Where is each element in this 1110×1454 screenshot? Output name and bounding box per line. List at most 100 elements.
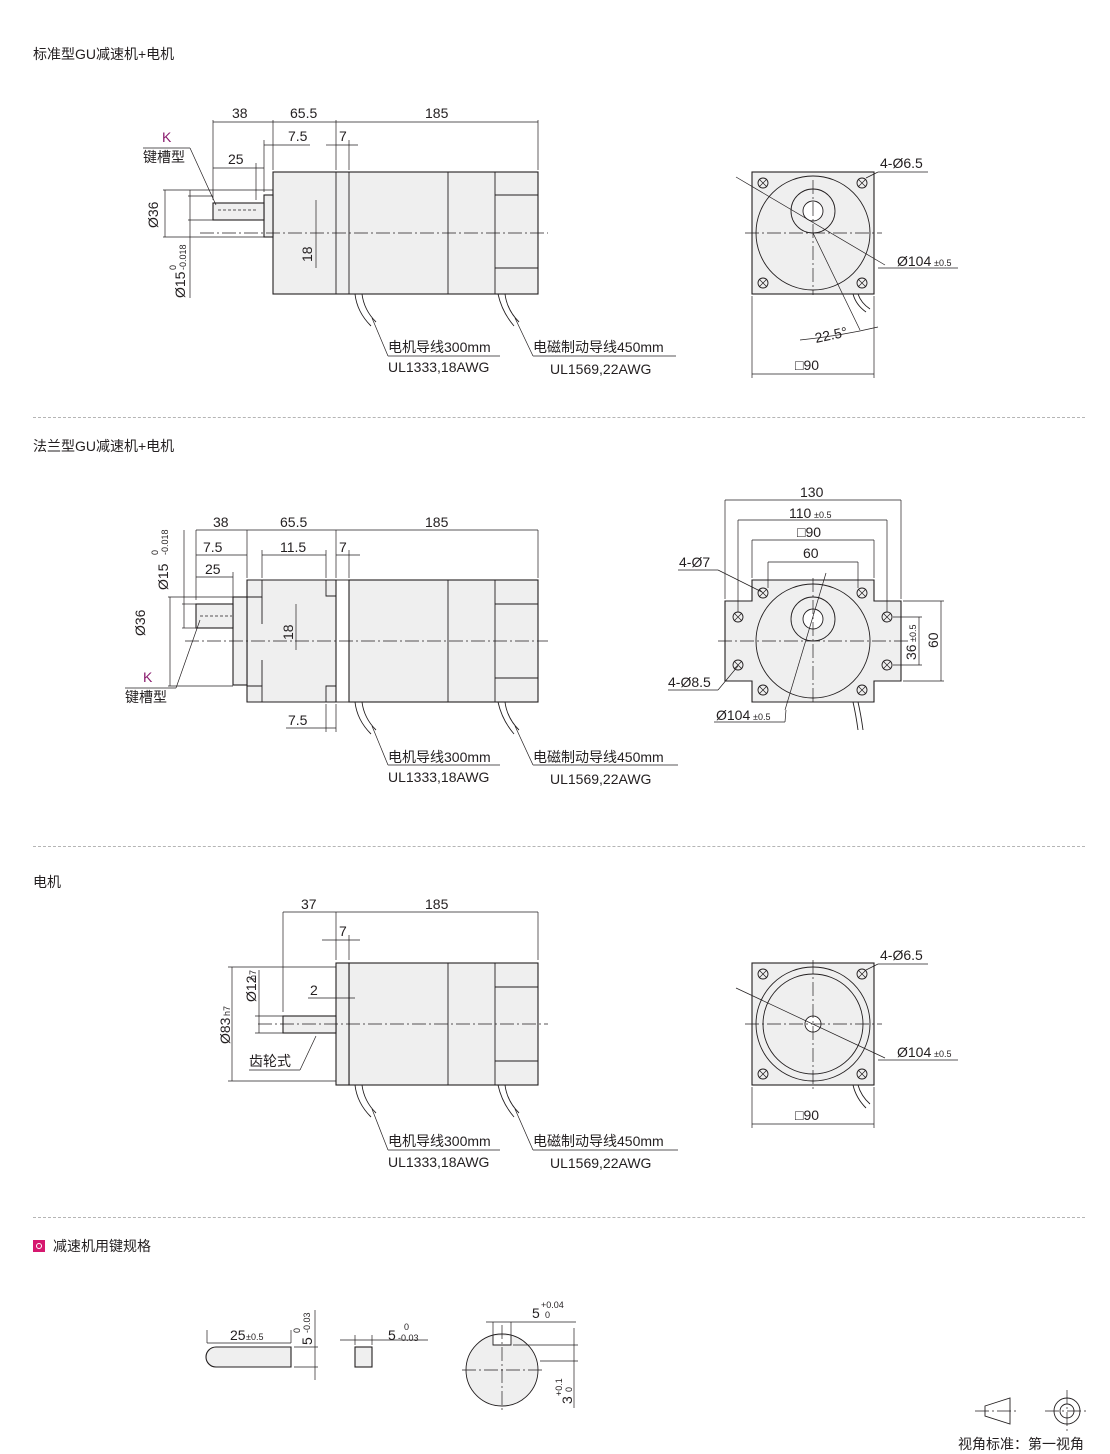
dim-label: 60 xyxy=(925,632,941,648)
slot-width-tolerance: +0.04 xyxy=(541,1300,564,1310)
projection-label: 视角标准：第一视角 xyxy=(958,1436,1084,1452)
angle-label: 22.5° xyxy=(813,323,848,345)
pcd-label: Ø104 xyxy=(716,707,750,723)
dim-label: Ø83 xyxy=(217,1017,233,1044)
section-title-flange: 法兰型GU减速机+电机 xyxy=(33,438,175,454)
key-type-k-label: K xyxy=(143,669,153,685)
dim-label: 7.5 xyxy=(288,712,308,728)
standard-front-view: 4-Ø6.5 Ø104 ±0.5 22.5° □90 xyxy=(735,155,958,378)
dim-label: 37 xyxy=(301,896,317,912)
section-marker-icon xyxy=(33,1240,45,1252)
pcd-tolerance: ±0.5 xyxy=(934,1049,951,1059)
lead-name: 电机导线300mm xyxy=(388,339,491,355)
dim-label: 65.5 xyxy=(280,514,307,530)
lead-spec: UL1333,18AWG xyxy=(388,769,489,785)
key-type-label: 键槽型 xyxy=(125,689,167,705)
lead-spec: UL1569,22AWG xyxy=(550,771,651,787)
dim-label: Ø36 xyxy=(132,609,148,636)
slot-depth-tolerance: 0 xyxy=(564,1387,574,1392)
square-label: □90 xyxy=(795,1107,819,1123)
flange-side-view: 38 65.5 185 7.5 11.5 7 25 Ø36 Ø15 0 -0.0… xyxy=(125,514,678,787)
dim-tolerance: -0.018 xyxy=(160,529,170,555)
dim-tolerance: h7 xyxy=(222,1006,232,1016)
dim-label: 25 xyxy=(228,151,244,167)
dim-label: Ø36 xyxy=(145,201,161,228)
dim-label: 65.5 xyxy=(290,105,317,121)
mount-hole-icon xyxy=(732,587,893,696)
dim-label: 18 xyxy=(280,624,296,640)
key-type-k-label: K xyxy=(162,129,172,145)
dim-label: 60 xyxy=(803,545,819,561)
gear-type-label: 齿轮式 xyxy=(249,1053,291,1069)
dim-label: 36 xyxy=(903,644,919,660)
dim-label: Ø15 xyxy=(172,271,188,298)
slot-width-label: 5 xyxy=(532,1305,540,1321)
lead-name: 电机导线300mm xyxy=(388,1133,491,1149)
dim-tolerance: ±0.5 xyxy=(814,510,831,520)
section-title-motor: 电机 xyxy=(33,874,61,890)
lead-name: 电磁制动导线450mm xyxy=(533,1133,664,1149)
motor-front-view: 4-Ø6.5 Ø104 ±0.5 □90 xyxy=(735,947,958,1128)
key-width-tolerance: 0 xyxy=(404,1322,409,1332)
key-length-tolerance: ±0.5 xyxy=(246,1332,263,1342)
pcd-tolerance: ±0.5 xyxy=(934,258,951,268)
holes-label: 4-Ø6.5 xyxy=(880,155,923,171)
mount-hole-icon xyxy=(757,177,868,289)
flange-front-view: 130 110 ±0.5 □90 60 4-Ø7 4-Ø8.5 Ø104 ±0.… xyxy=(668,484,944,731)
section-divider xyxy=(33,1217,1085,1218)
holes-label: 4-Ø7 xyxy=(679,554,710,570)
dim-tolerance: 0 xyxy=(168,265,178,270)
pcd-label: Ø104 xyxy=(897,253,931,269)
holes-label: 4-Ø6.5 xyxy=(880,947,923,963)
slot-depth-tolerance: +0.1 xyxy=(554,1378,564,1396)
dim-label: 38 xyxy=(232,105,248,121)
section-divider xyxy=(33,846,1085,847)
lead-name: 电机导线300mm xyxy=(388,749,491,765)
pcd-label: Ø104 xyxy=(897,1044,931,1060)
square-label: □90 xyxy=(795,357,819,373)
lead-spec: UL1333,18AWG xyxy=(388,359,489,375)
lead-spec: UL1333,18AWG xyxy=(388,1154,489,1170)
dim-tolerance: -0.018 xyxy=(178,244,188,270)
dim-label: 7 xyxy=(339,128,347,144)
standard-side-view: 38 65.5 185 7.5 7 25 K 键槽型 Ø36 Ø15 0 -0.… xyxy=(143,105,676,377)
dim-label: 185 xyxy=(425,105,449,121)
lead-name: 电磁制动导线450mm xyxy=(533,749,664,765)
key-spec-drawing: 25 ±0.5 5 0 -0.03 5 0 -0.03 5 +0.04 0 3 … xyxy=(205,1300,578,1413)
dim-label: 2 xyxy=(310,982,318,998)
lead-spec: UL1569,22AWG xyxy=(550,1155,651,1171)
dim-label: 38 xyxy=(213,514,229,530)
first-angle-projection-icon xyxy=(975,1390,1089,1432)
key-height-label: 5 xyxy=(299,1337,315,1345)
dim-label: Ø12 xyxy=(243,975,259,1002)
dim-label: 185 xyxy=(425,514,449,530)
dim-label: □90 xyxy=(797,524,821,540)
dim-label: 18 xyxy=(299,246,315,262)
key-height-tolerance: -0.03 xyxy=(302,1312,312,1333)
dim-label: 7.5 xyxy=(203,539,223,555)
dim-tolerance: 0 xyxy=(150,550,160,555)
lead-spec: UL1569,22AWG xyxy=(550,361,651,377)
dim-tolerance: h7 xyxy=(248,970,258,980)
dim-label: 11.5 xyxy=(280,539,306,555)
slot-width-tolerance: 0 xyxy=(545,1310,550,1320)
motor-side-view: 37 185 7 2 Ø83 h7 Ø12 h7 齿轮式 电机导线300mm U… xyxy=(217,896,678,1171)
dim-label: 130 xyxy=(800,484,824,500)
dim-label: Ø15 xyxy=(155,563,171,590)
section-title-key: 减速机用键规格 xyxy=(33,1236,151,1256)
holes-label: 4-Ø8.5 xyxy=(668,674,711,690)
section-title-standard: 标准型GU减速机+电机 xyxy=(33,46,175,62)
section-divider xyxy=(33,417,1085,418)
dim-label: 7 xyxy=(339,923,347,939)
dim-tolerance: ±0.5 xyxy=(908,625,918,642)
key-type-label: 键槽型 xyxy=(143,149,185,165)
dim-label: 7 xyxy=(339,539,347,555)
dim-label: 185 xyxy=(425,896,449,912)
pcd-tolerance: ±0.5 xyxy=(753,712,770,722)
key-height-tolerance: 0 xyxy=(292,1328,302,1333)
mount-hole-icon xyxy=(757,968,868,1080)
key-width-tolerance: -0.03 xyxy=(398,1333,419,1343)
dim-label: 25 xyxy=(205,561,221,577)
lead-name: 电磁制动导线450mm xyxy=(533,339,664,355)
